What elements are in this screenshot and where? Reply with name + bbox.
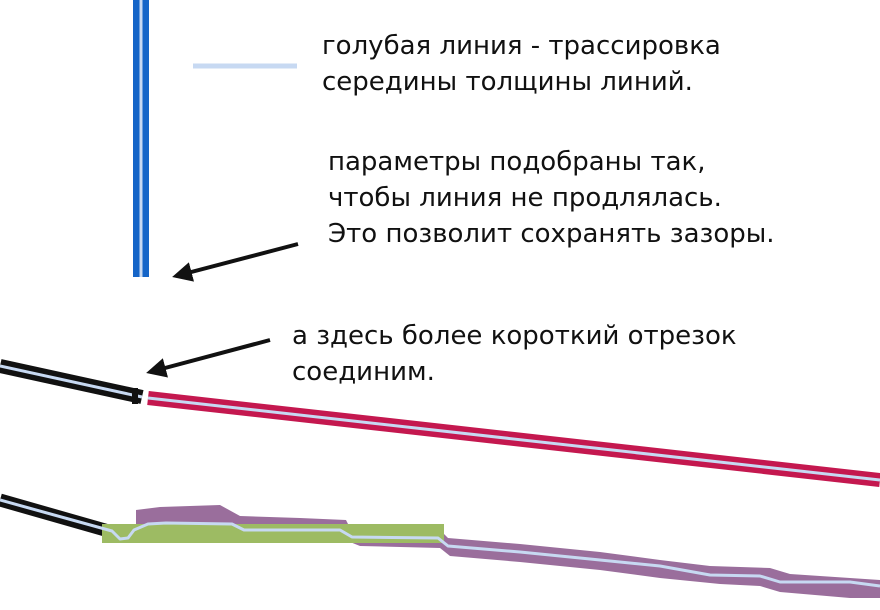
arrow-to-vertical-line-end [172,242,299,282]
legend-line-2: середины толщины линий. [322,67,693,97]
parameters-note-line-2: чтобы линия не продлялась. [328,183,722,213]
arrow-to-gap [146,338,271,378]
parameters-note-line-3: Это позволит сохранять зазоры. [328,219,775,249]
legend-line-1: голубая линия - трассировка [322,31,721,61]
join-note-line-1: а здесь более короткий отрезок [292,321,737,351]
join-note: а здесь более короткий отрезок соединим. [292,318,737,390]
lower-trace-line [0,498,880,588]
legend-text: голубая линия - трассировка середины тол… [322,28,721,100]
parameters-note-line-1: параметры подобраны так, [328,147,706,177]
green-block [102,524,444,543]
short-black-segment [0,359,144,404]
long-red-line [147,391,880,487]
join-note-line-2: соединим. [292,357,435,387]
parameters-note: параметры подобраны так, чтобы линия не … [328,144,775,252]
